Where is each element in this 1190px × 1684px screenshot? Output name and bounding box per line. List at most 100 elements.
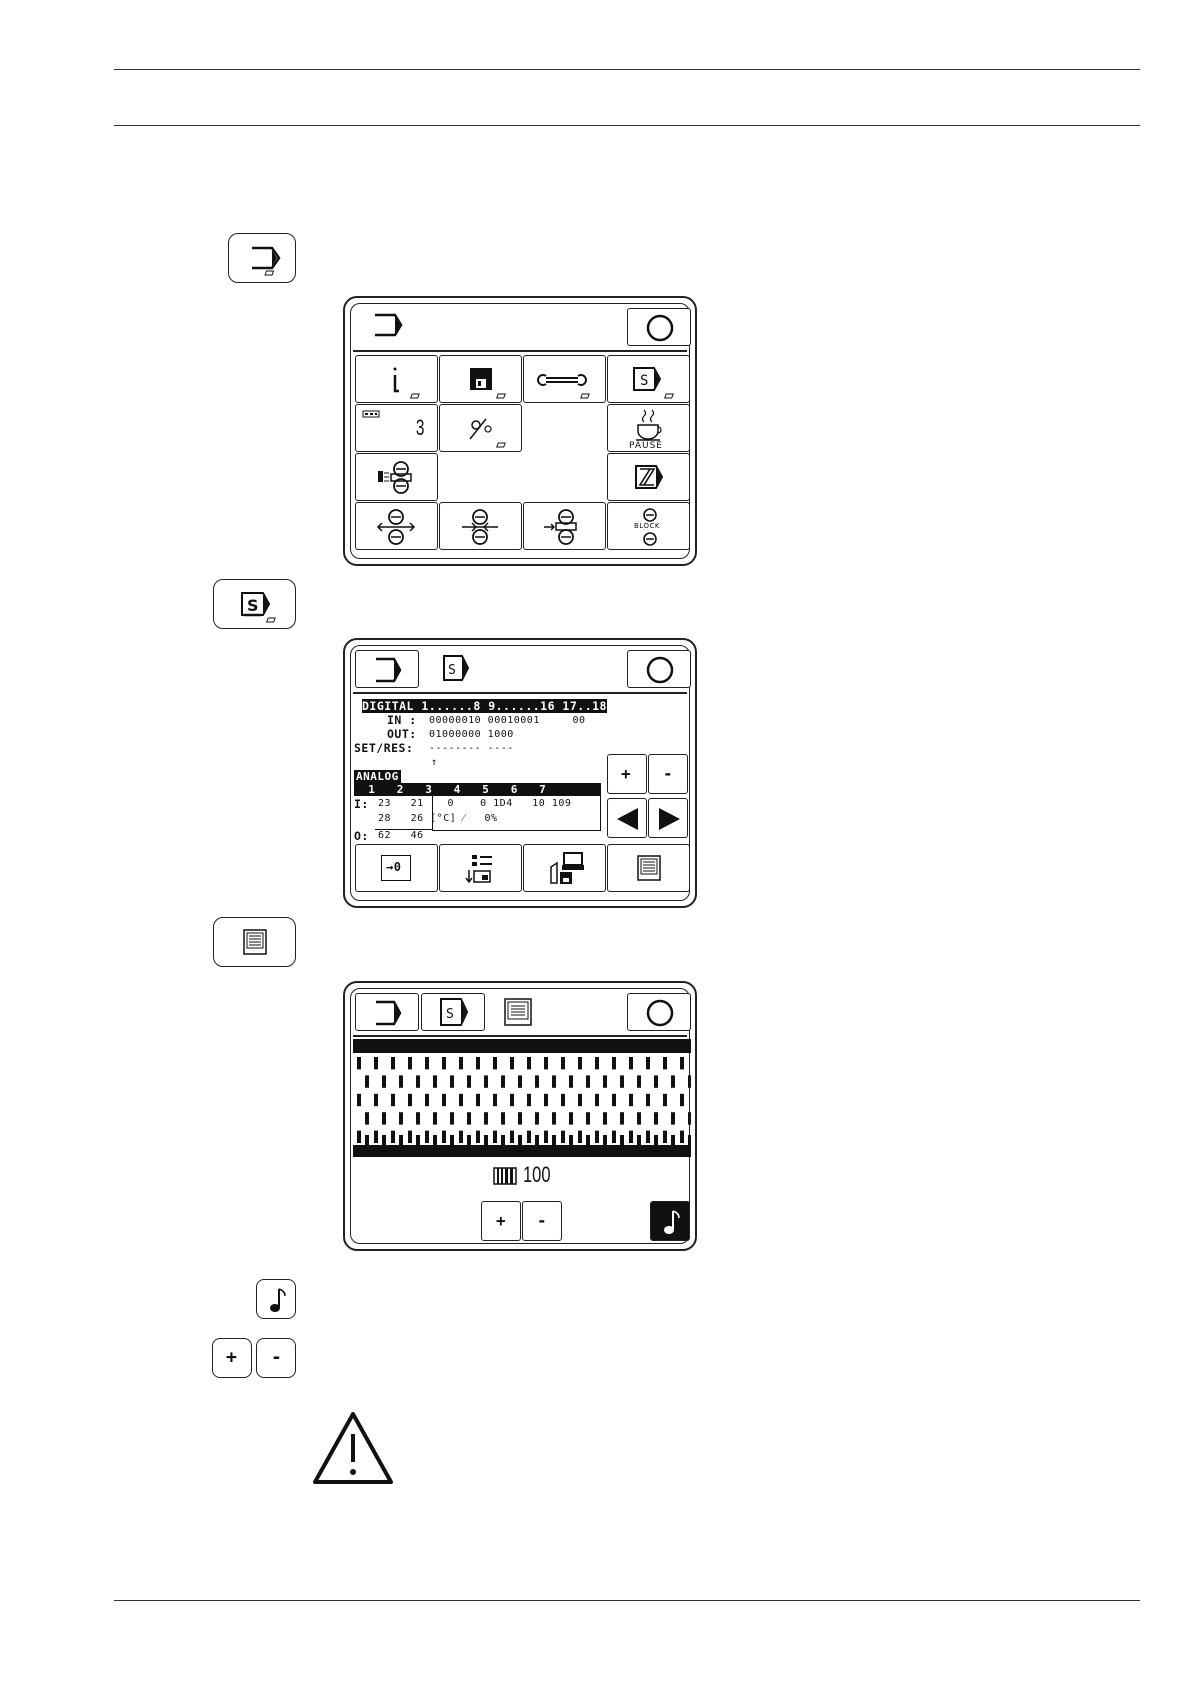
setres-value: -------- ---- — [429, 743, 514, 754]
panel-separator — [353, 692, 687, 694]
counter-value: 3 — [416, 415, 425, 441]
panel-separator — [353, 350, 687, 352]
wrench-button[interactable] — [523, 355, 606, 403]
stop-button[interactable] — [627, 650, 691, 688]
io-transfer-icon — [440, 845, 523, 893]
display-test-icon — [214, 918, 297, 968]
sensor-enter-icon — [524, 503, 607, 551]
digital-header: DIGITAL 1......8 9......16 17..18 — [362, 699, 607, 713]
i-label: I: — [354, 797, 369, 811]
counter-button[interactable]: 3 — [355, 404, 438, 452]
menu-back-button[interactable] — [355, 650, 419, 688]
decrease-label: - — [663, 764, 673, 783]
sensor-join-button[interactable] — [439, 502, 522, 550]
pc-transfer-icon — [524, 845, 607, 893]
wrench-icon — [524, 356, 607, 404]
stop-button[interactable] — [627, 308, 691, 346]
service-icon: S — [422, 994, 486, 1032]
note-icon — [257, 1280, 297, 1320]
floppy-icon — [440, 356, 523, 404]
previous-button[interactable] — [607, 798, 647, 838]
thread-button[interactable] — [439, 404, 522, 452]
sensor-enter-button[interactable] — [523, 502, 606, 550]
header-rule-top — [114, 69, 1140, 70]
volume-decrease-button[interactable]: - — [522, 1201, 562, 1241]
sound-button[interactable] — [650, 1201, 690, 1241]
i-row1-right: 0 0 1D4 10 109 — [441, 798, 571, 809]
zz-button[interactable] — [607, 453, 690, 501]
out-value: 01000000 1000 — [429, 729, 514, 740]
warning-icon — [311, 1410, 395, 1486]
menu-icon — [229, 234, 297, 284]
panel-separator — [353, 1035, 687, 1037]
minus-key-label: - — [271, 1347, 282, 1368]
volume-increase-button[interactable]: + — [481, 1201, 521, 1241]
arrow-left-icon — [608, 799, 648, 839]
menu-icon — [356, 994, 420, 1032]
service-icon: S — [214, 580, 297, 630]
svg-text:S: S — [640, 373, 648, 389]
sensor-icon — [356, 454, 439, 502]
volume-icon — [493, 1166, 517, 1186]
info-button[interactable] — [355, 355, 438, 403]
pc-transfer-button[interactable] — [523, 844, 606, 892]
menu-icon — [356, 651, 420, 689]
reset-zero-label: →0 — [386, 860, 401, 874]
plus-key[interactable]: + — [212, 1338, 252, 1378]
stop-icon — [628, 994, 692, 1032]
io-transfer-button[interactable] — [439, 844, 522, 892]
sensor-join-icon — [440, 503, 523, 551]
i-row2: 28 26 [°C] ⁄ 0% — [378, 813, 498, 824]
sensor-button[interactable] — [355, 453, 438, 501]
zz-icon — [608, 454, 691, 502]
menu-icon — [371, 310, 411, 340]
in-value: 00000010 00010001 00 — [429, 715, 586, 726]
pause-label: PAUSE — [629, 441, 663, 451]
minus-key[interactable]: - — [256, 1338, 296, 1378]
o-label: O: — [354, 829, 369, 843]
sensor-spread-button[interactable] — [355, 502, 438, 550]
sound-key[interactable] — [256, 1279, 296, 1319]
display-test-key[interactable] — [213, 917, 296, 967]
svg-text:S: S — [448, 663, 456, 678]
volume-decrease-label: - — [537, 1211, 547, 1230]
arrow-right-icon — [649, 799, 689, 839]
display-test-pattern — [353, 1039, 691, 1157]
service-icon: S — [608, 356, 691, 404]
increase-label: + — [621, 764, 631, 783]
sensor-spread-icon — [356, 503, 439, 551]
service-key[interactable]: S — [213, 579, 296, 629]
menu-back-button[interactable] — [355, 993, 419, 1031]
floppy-button[interactable] — [439, 355, 522, 403]
block-button[interactable]: BLOCK — [607, 502, 690, 550]
service-icon: S — [440, 651, 480, 687]
decrease-button[interactable]: - — [648, 754, 688, 794]
reset-zero-button[interactable]: →0 — [355, 844, 438, 892]
in-label: IN : — [387, 713, 417, 727]
svg-text:S: S — [247, 596, 259, 615]
stop-icon — [628, 309, 692, 347]
stop-button[interactable] — [627, 993, 691, 1031]
display-test-icon — [503, 997, 533, 1027]
volume-value: 100 — [523, 1162, 551, 1188]
out-label: OUT: — [387, 727, 417, 741]
next-button[interactable] — [648, 798, 688, 838]
increase-button[interactable]: + — [607, 754, 647, 794]
service-back-button[interactable]: S — [421, 993, 485, 1031]
i-row1-left: 23 21 — [378, 798, 424, 809]
block-label: BLOCK — [634, 522, 660, 530]
header-rule-bottom — [114, 125, 1140, 126]
thread-icon — [440, 405, 523, 453]
setres-label: SET/RES: — [354, 741, 413, 755]
plus-key-label: + — [226, 1347, 237, 1368]
footer-rule — [114, 1600, 1140, 1601]
cursor-arrow: ↑ — [431, 757, 438, 768]
io-panel: S DIGITAL 1......8 9......16 17..18 IN :… — [343, 638, 697, 908]
service-button[interactable]: S — [607, 355, 690, 403]
display-test-button[interactable] — [607, 844, 690, 892]
pause-button[interactable]: PAUSE — [607, 404, 690, 452]
svg-text:S: S — [446, 1007, 454, 1022]
menu-key[interactable] — [228, 233, 296, 283]
o-value: 62 46 — [378, 830, 424, 841]
volume-increase-label: + — [496, 1211, 506, 1230]
